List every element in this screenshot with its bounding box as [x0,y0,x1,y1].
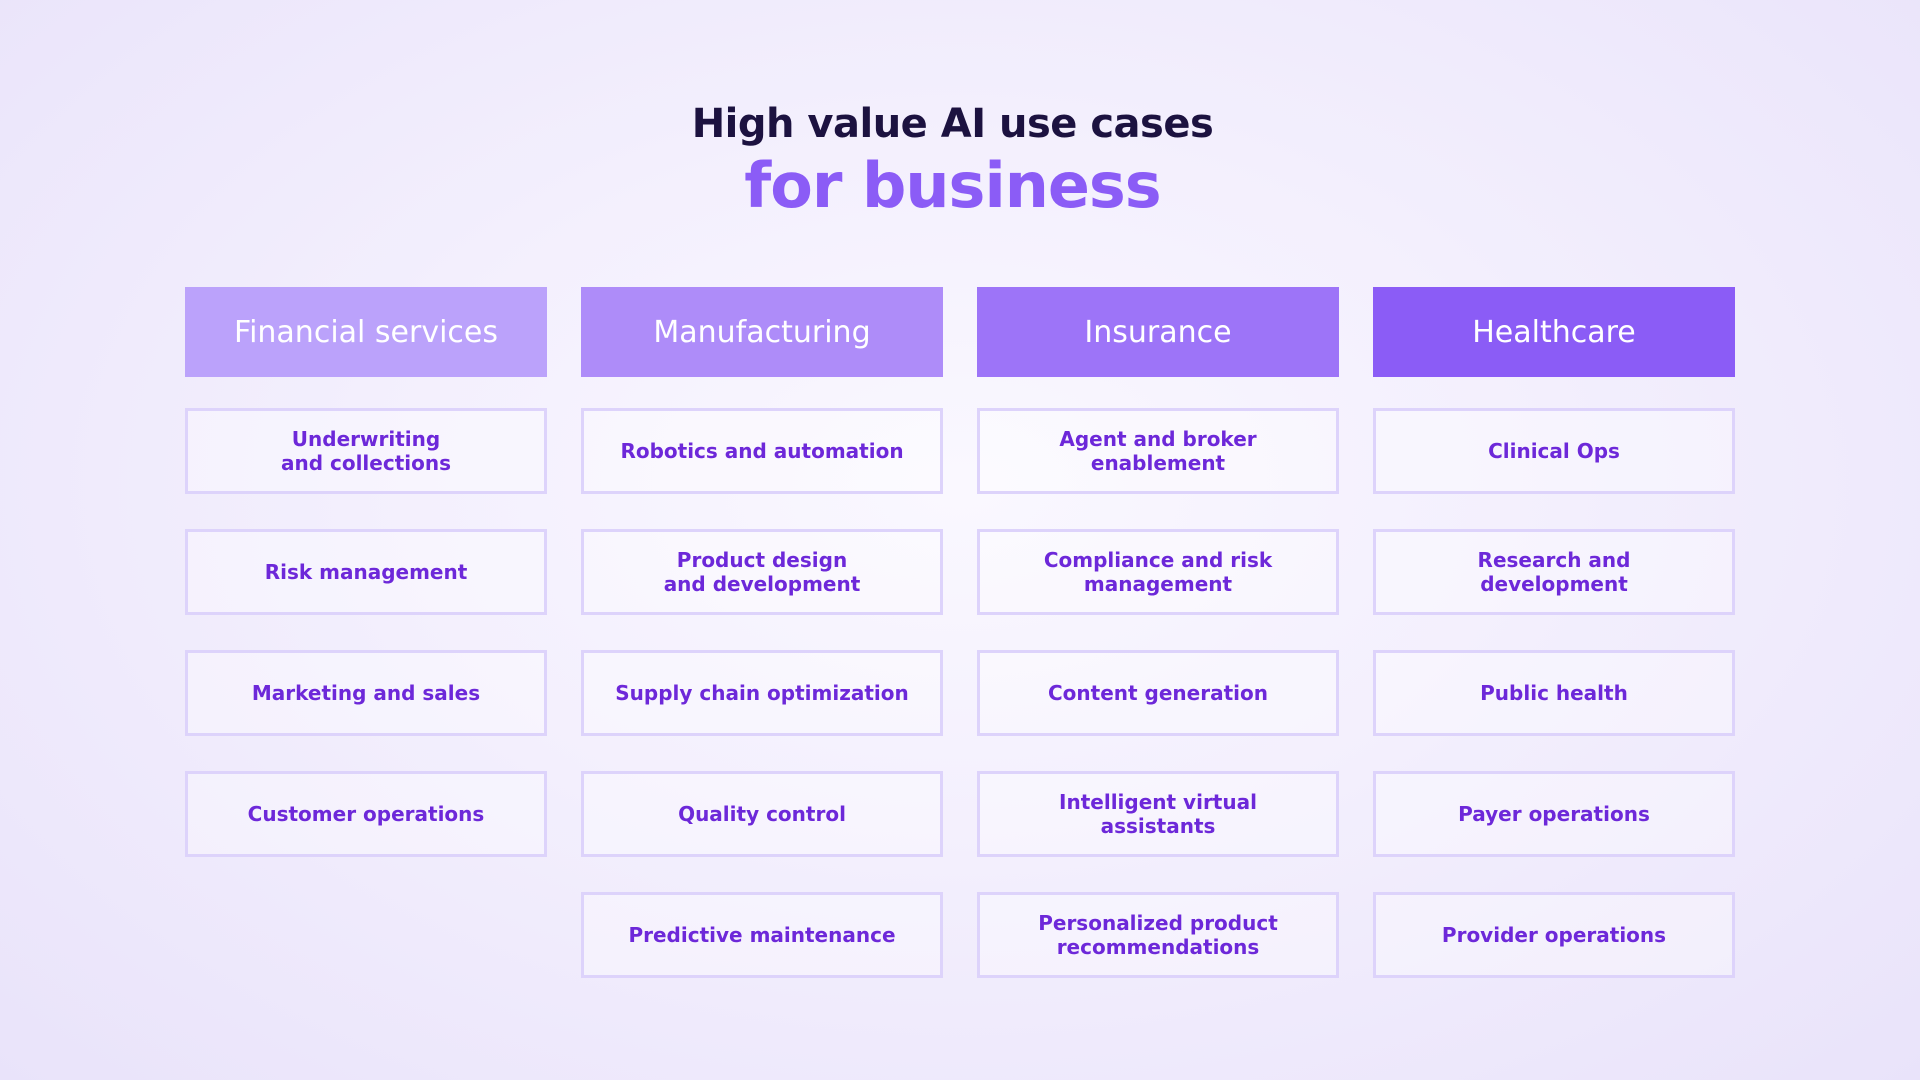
use-case-card: Predictive maintenance [581,892,943,978]
page-title: High value AI use cases for business [0,98,1905,222]
use-case-card: Quality control [581,771,943,857]
use-case-card: Personalized product recommendations [977,892,1339,978]
column-financial-services: Financial services Underwriting and coll… [185,287,547,1013]
use-case-card: Research and development [1373,529,1735,615]
column-header: Insurance [977,287,1339,377]
use-case-card: Risk management [185,529,547,615]
column-manufacturing: Manufacturing Robotics and automation Pr… [581,287,943,1013]
use-case-card: Intelligent virtual assistants [977,771,1339,857]
column-header: Financial services [185,287,547,377]
use-case-card: Underwriting and collections [185,408,547,494]
column-healthcare: Healthcare Clinical Ops Research and dev… [1373,287,1735,1013]
use-case-card: Product design and development [581,529,943,615]
use-case-card: Public health [1373,650,1735,736]
column-insurance: Insurance Agent and broker enablement Co… [977,287,1339,1013]
use-case-card: Clinical Ops [1373,408,1735,494]
use-case-card: Content generation [977,650,1339,736]
use-case-card: Compliance and risk management [977,529,1339,615]
use-case-card: Provider operations [1373,892,1735,978]
use-case-card: Payer operations [1373,771,1735,857]
title-line-primary: High value AI use cases [691,101,1214,147]
use-case-card: Customer operations [185,771,547,857]
use-case-card: Marketing and sales [185,650,547,736]
use-case-card: Robotics and automation [581,408,943,494]
use-case-grid: Financial services Underwriting and coll… [185,287,1735,1013]
column-header: Manufacturing [581,287,943,377]
use-case-card: Agent and broker enablement [977,408,1339,494]
column-header: Healthcare [1373,287,1735,377]
title-line-accent: for business [744,149,1161,222]
use-case-card: Supply chain optimization [581,650,943,736]
